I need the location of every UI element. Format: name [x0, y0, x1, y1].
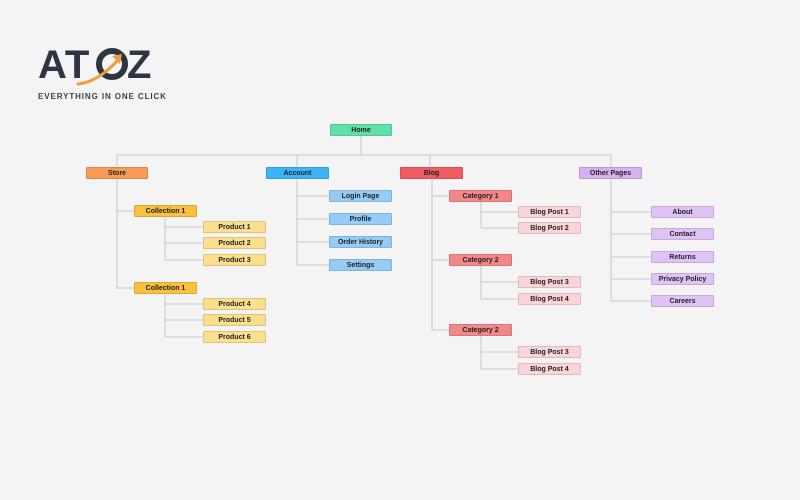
connector-category-2b — [480, 336, 518, 370]
node-privacy-policy: Privacy Policy — [651, 273, 714, 285]
node-home: Home — [330, 124, 392, 136]
node-product-4: Product 4 — [203, 298, 266, 310]
node-returns: Returns — [651, 251, 714, 263]
atoz-logo: AT Z — [38, 40, 168, 110]
node-blog-post-2: Blog Post 2 — [518, 222, 581, 234]
node-collection-1b: Collection 1 — [134, 282, 197, 294]
node-blog-post-4b: Blog Post 4 — [518, 363, 581, 375]
node-product-2: Product 2 — [203, 237, 266, 249]
node-blog: Blog — [400, 167, 463, 179]
connector-other-pages — [610, 179, 651, 302]
node-store: Store — [86, 167, 148, 179]
node-collection-1a: Collection 1 — [134, 205, 197, 217]
node-blog-post-3a: Blog Post 3 — [518, 276, 581, 288]
node-product-6: Product 6 — [203, 331, 266, 343]
node-contact: Contact — [651, 228, 714, 240]
node-category-2a: Category 2 — [449, 254, 512, 266]
node-about: About — [651, 206, 714, 218]
connector-category-1 — [480, 202, 518, 229]
svg-text:Z: Z — [127, 43, 151, 87]
node-careers: Careers — [651, 295, 714, 307]
node-product-1: Product 1 — [203, 221, 266, 233]
connector-store — [116, 179, 134, 289]
node-blog-post-3b: Blog Post 3 — [518, 346, 581, 358]
node-settings: Settings — [329, 259, 392, 271]
node-category-1: Category 1 — [449, 190, 512, 202]
node-order-history: Order History — [329, 236, 392, 248]
node-other-pages: Other Pages — [579, 167, 642, 179]
node-product-5: Product 5 — [203, 314, 266, 326]
node-product-3: Product 3 — [203, 254, 266, 266]
connector-category-2a — [480, 266, 518, 300]
connector-account — [296, 179, 329, 266]
connector-blog — [431, 179, 449, 331]
node-login-page: Login Page — [329, 190, 392, 202]
brand-tagline: EVERYTHING IN ONE CLICK — [38, 92, 167, 101]
connector-collection-1b — [164, 294, 203, 338]
node-blog-post-1: Blog Post 1 — [518, 206, 581, 218]
node-blog-post-4a: Blog Post 4 — [518, 293, 581, 305]
svg-text:AT: AT — [38, 43, 90, 87]
node-profile: Profile — [329, 213, 392, 225]
node-account: Account — [266, 167, 329, 179]
connector-collection-1a — [164, 217, 203, 261]
node-category-2b: Category 2 — [449, 324, 512, 336]
atoz-logo-mark: AT Z — [38, 43, 151, 87]
connector-top-drops — [116, 155, 612, 167]
